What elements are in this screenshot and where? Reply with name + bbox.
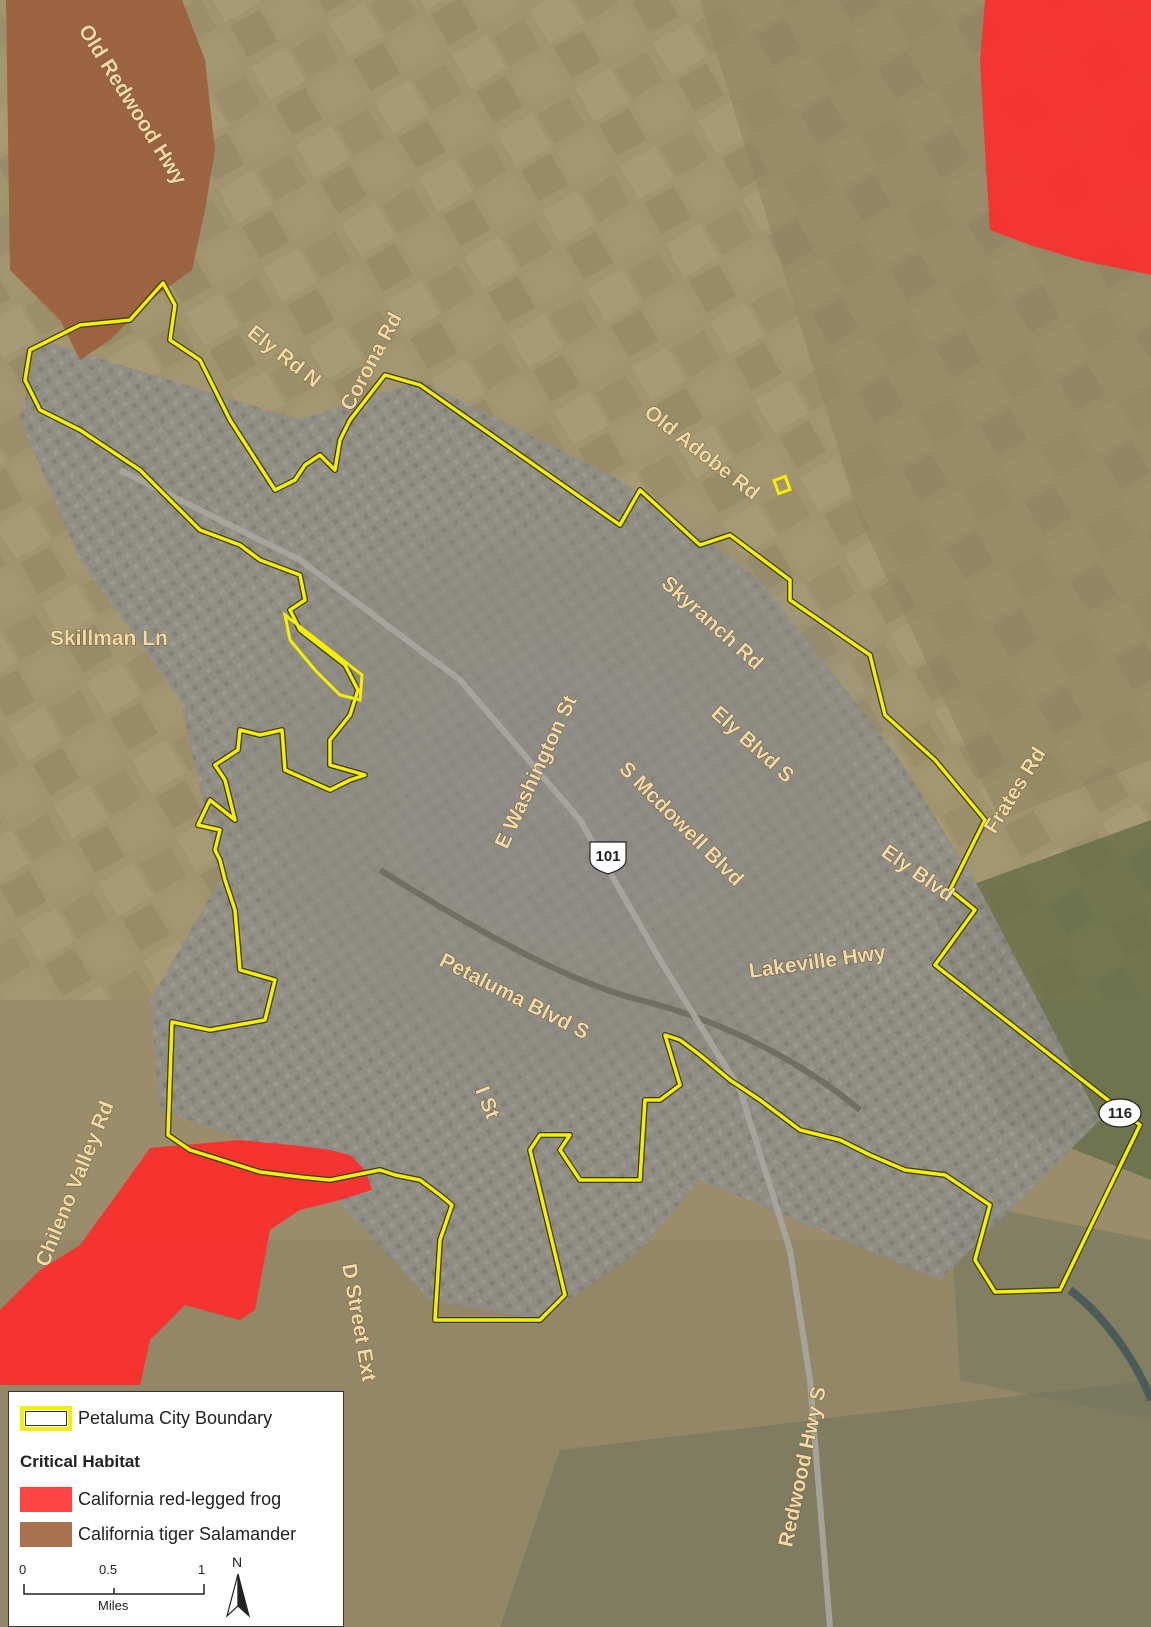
scale-unit: Miles: [98, 1598, 129, 1613]
legend-row-salamander: California tiger Salamander: [20, 1522, 296, 1547]
north-arrow-icon: [225, 1573, 251, 1618]
salamander-swatch: [20, 1522, 72, 1547]
scale-tick-half: 0.5: [99, 1562, 118, 1577]
north-arrow: N: [223, 1554, 253, 1620]
legend-row-frog: California red-legged frog: [20, 1487, 281, 1512]
scale-bar: 0 0.5 1 Miles: [19, 1562, 223, 1622]
label-skillman-ln: Skillman Ln: [50, 627, 168, 650]
map-legend: Petaluma City Boundary Critical Habitat …: [8, 1391, 344, 1627]
petaluma-city-boundary[interactable]: [22, 280, 1143, 1323]
north-label: N: [232, 1554, 243, 1570]
salamander-habitat-north[interactable]: [6, 0, 215, 360]
scale-tick-1: 1: [198, 1562, 206, 1577]
legend-row-boundary: Petaluma City Boundary: [20, 1406, 272, 1431]
scale-tick-0: 0: [19, 1562, 27, 1577]
legend-frog-label: California red-legged frog: [78, 1489, 282, 1509]
route-shield-101: 101: [589, 841, 627, 875]
legend-boundary-label: Petaluma City Boundary: [78, 1408, 273, 1428]
critical-habitat-layer: [0, 0, 1151, 1385]
shield-101-text: 101: [595, 848, 620, 865]
route-shield-116: 116: [1098, 1098, 1142, 1128]
scale-bar-line: [23, 1584, 205, 1595]
frog-habitat-northeast[interactable]: [980, 0, 1151, 275]
frog-habitat-southwest[interactable]: [0, 1140, 372, 1385]
legend-salamander-label: California tiger Salamander: [78, 1524, 297, 1544]
frog-swatch: [20, 1487, 72, 1512]
shield-116-text: 116: [1108, 1105, 1132, 1122]
boundary-swatch: [20, 1406, 72, 1431]
legend-section-title: Critical Habitat: [20, 1452, 140, 1471]
